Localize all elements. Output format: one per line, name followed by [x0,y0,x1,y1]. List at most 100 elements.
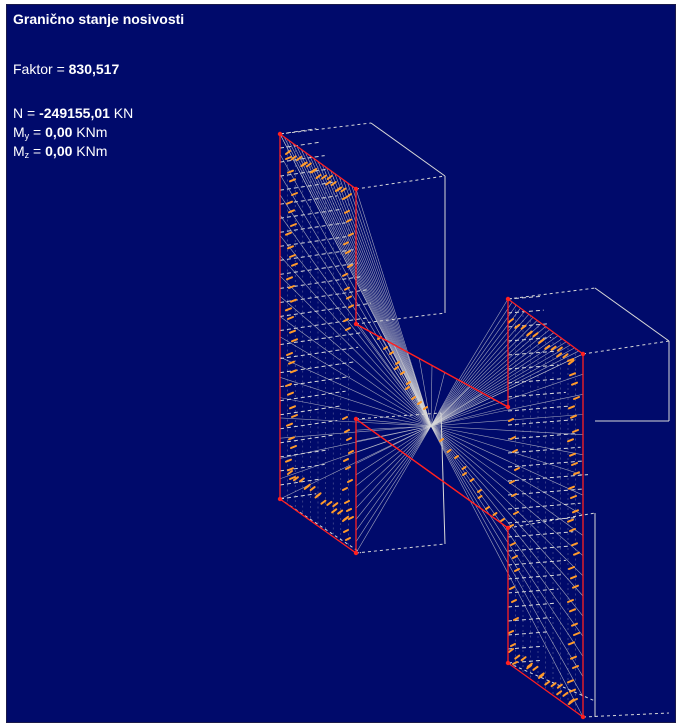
stress-arrow [309,168,316,174]
mesh-line [430,425,584,556]
stress-arrow [347,479,353,483]
mesh-line [430,320,538,427]
mesh-line [430,425,584,496]
stress-arrow [477,495,483,499]
stress-arrow [550,682,557,688]
mesh-line [430,425,584,435]
stress-arrow [290,223,297,227]
stress-line [507,460,585,468]
section-3d-view [277,122,670,720]
stress-arrow [538,674,544,679]
stress-arrow [288,360,295,365]
stress-arrow [573,551,580,556]
stress-line [507,391,566,398]
envelope-edge [507,662,596,702]
stress-line [507,545,570,552]
stress-arrow [286,276,293,281]
stress-arrow [567,518,574,523]
mz-unit: KNm [72,143,108,159]
stress-line [507,631,548,636]
mesh-line [313,158,432,427]
stress-arrow [285,458,292,463]
envelope-edge [355,175,446,190]
mesh-line [296,146,432,427]
stress-arrow [532,332,539,338]
mesh-line [430,365,433,427]
stress-arrow [298,477,305,483]
stress-arrow [296,156,303,161]
stress-arrow [514,568,520,572]
stress-arrow [508,418,514,422]
stress-arrow [345,537,351,541]
mesh-line [430,425,584,597]
mesh-line [430,425,584,657]
stress-arrow [405,386,410,390]
stress-arrow [568,566,575,570]
stress-arrow [305,162,312,168]
stress-arrow [568,485,575,490]
stress-arrow [340,187,347,193]
mesh-line [279,255,432,427]
stress-arrow [348,304,354,309]
mesh-line [288,139,432,427]
stress-arrow [508,648,514,653]
mz-value: 0,00 [45,143,73,159]
stress-line [507,516,577,524]
stress-arrow [569,372,576,377]
my-value: 0,00 [45,124,73,140]
my-eq: = [29,124,46,140]
stress-arrow [383,346,388,350]
viewport[interactable]: Granično stanje nosivosti Faktor = 830,5… [6,4,676,723]
envelope-edge [594,287,670,342]
my-unit: KNm [72,124,108,140]
stress-line [279,168,329,177]
mesh-line [355,425,432,464]
stress-arrow [568,360,574,365]
mesh-line [430,425,584,536]
section-vertex [505,660,511,666]
stress-arrow [290,298,297,303]
stress-arrow [550,345,557,351]
stress-arrow [526,664,533,670]
stress-arrow [510,643,516,647]
stress-arrow [286,200,293,205]
mesh-line [430,344,571,427]
axial-force-readout: N = -249155,01 KN [13,105,133,121]
stress-line [507,350,555,356]
stress-arrow [288,209,295,214]
stress-arrow [314,493,321,499]
stress-arrow [508,318,514,323]
envelope-edge [279,122,372,135]
stress-line [507,337,552,342]
stress-arrow [332,502,339,508]
stress-arrow [568,700,574,705]
stress-arrow [326,500,333,506]
mesh-line [338,176,432,427]
factor-value: 830,517 [68,61,120,77]
stress-arrow [417,401,422,405]
section-vertex [505,525,511,531]
stress-arrow [514,467,520,471]
stress-arrow [326,175,333,180]
stress-arrow [344,209,350,214]
stress-line [279,262,359,275]
mesh-line [279,397,432,427]
stress-line [507,659,541,664]
stress-arrow [568,641,575,646]
stress-arrow [567,358,574,362]
stress-arrow [285,383,292,387]
section-vertex [353,416,359,422]
stress-arrow [454,455,459,459]
mesh-line [430,394,584,427]
stress-line [507,295,541,300]
mesh-line [326,167,432,427]
stress-arrow [343,318,349,323]
stress-arrow [290,155,297,161]
stress-arrow [288,436,295,441]
stress-arrow [337,509,344,515]
section-vertex [580,714,586,720]
stress-arrow [287,467,294,472]
stress-line [279,390,346,402]
stress-line [279,449,329,458]
stress-arrow [572,429,579,433]
